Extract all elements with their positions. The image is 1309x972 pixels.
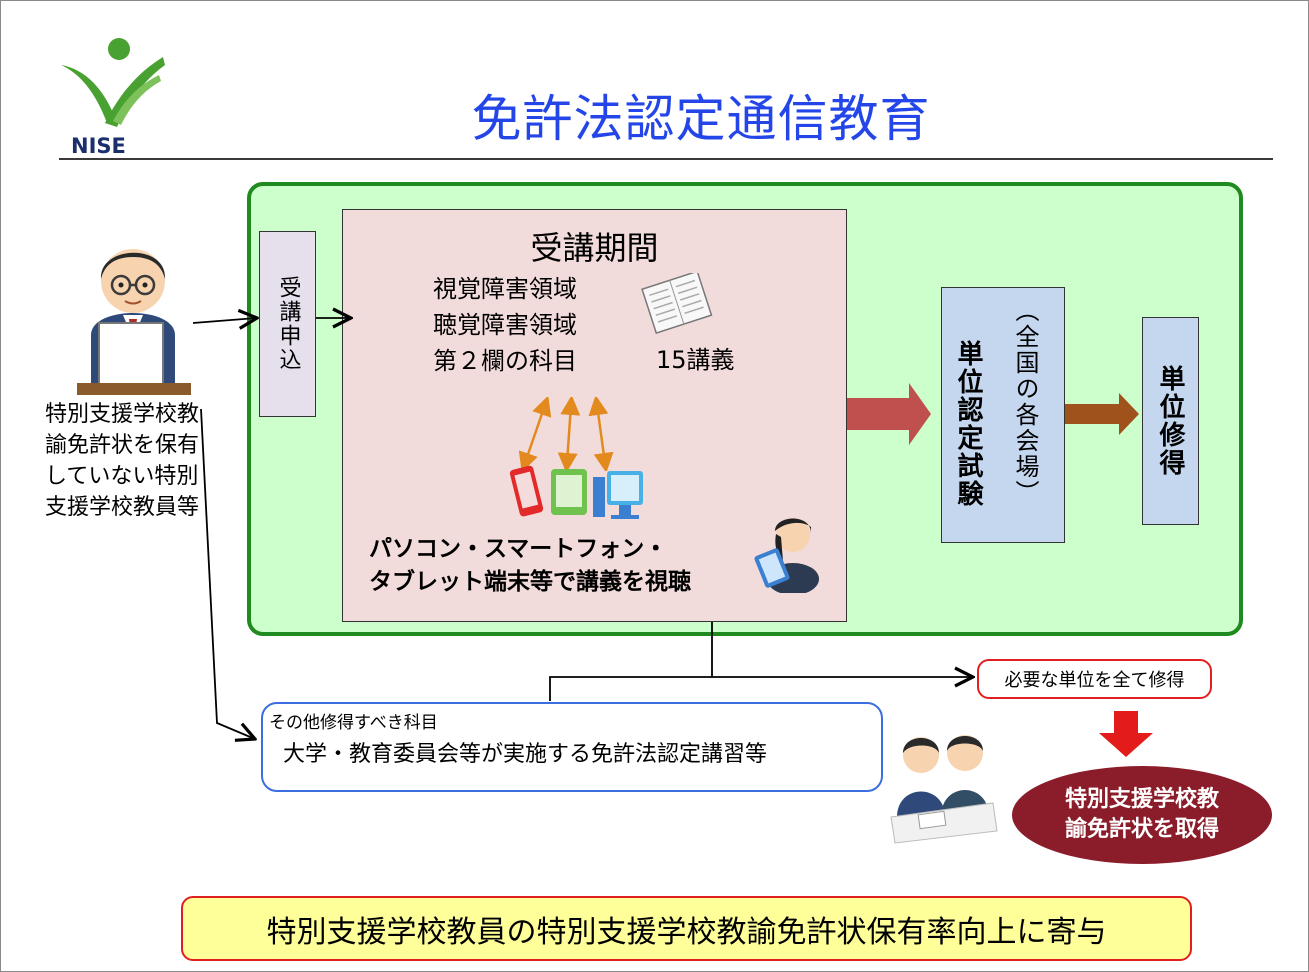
devices-icon <box>509 465 643 519</box>
bottom-message-box: 特別支援学校教員の特別支援学校教諭免許状保有率向上に寄与 <box>181 896 1192 961</box>
apply-label: 受講申込 <box>275 276 301 372</box>
other-subjects-box <box>261 702 883 792</box>
area-subjects: 第２欄の科目 <box>433 347 577 375</box>
study-period-title: 受講期間 <box>530 229 659 267</box>
arrow-exam-to-credit <box>1065 393 1139 435</box>
lecture-count: 15講義 <box>656 346 735 374</box>
license-obtained-ellipse: 特別支援学校教 諭免許状を取得 <box>1012 766 1272 864</box>
other-subjects-heading: その他修得すべき科目 <box>269 713 438 733</box>
title-divider <box>59 158 1273 160</box>
all-credits-box: 必要な単位を全て修得 <box>977 659 1212 699</box>
other-subjects-body: 大学・教育委員会等が実施する免許法認定講習等 <box>283 742 768 767</box>
sync-arrows <box>518 397 614 471</box>
watch-line-1: パソコン・スマートフォン・ <box>369 536 668 562</box>
logo-text: NISE <box>71 134 126 157</box>
smartphone-icon <box>509 465 544 517</box>
exam-box: 単位認定試験 （全国の各会場） <box>941 287 1065 543</box>
area-visual: 視覚障害領域 <box>433 275 577 303</box>
desktop-icon <box>593 471 643 519</box>
all-credits-label: 必要な単位を全て修得 <box>1004 670 1185 691</box>
credit-box: 単位修得 <box>1142 317 1199 525</box>
connector-to-all-credits <box>549 677 973 701</box>
connector-applicant-to-other <box>200 408 255 739</box>
connector-applicant-to-apply <box>192 318 257 323</box>
page-title: 免許法認定通信教育 <box>471 90 931 148</box>
arrow-period-to-exam <box>847 383 931 445</box>
credit-label: 単位修得 <box>1155 365 1185 477</box>
applicant-label: 特別支援学校教諭免許状を保有していない特別支援学校教員等 <box>45 402 200 520</box>
license-line-1: 特別支援学校教 <box>1064 787 1219 812</box>
nise-logo: NISE <box>61 38 165 157</box>
watch-line-2: タブレット端末等で講義を視聴 <box>369 569 691 595</box>
down-arrow-icon <box>1099 711 1153 757</box>
area-hearing: 聴覚障害領域 <box>433 311 577 339</box>
applicant-teacher-icon <box>77 249 191 395</box>
exam-label: 単位認定試験 <box>953 340 983 508</box>
license-line-2: 諭免許状を取得 <box>1064 817 1219 842</box>
exam-venue-note: （全国の各会場） <box>1011 298 1039 506</box>
textbook-icon <box>641 273 713 334</box>
bottom-message: 特別支援学校教員の特別支援学校教諭免許状保有率向上に寄与 <box>266 914 1107 950</box>
meeting-people-icon <box>890 735 998 844</box>
tablet-icon <box>551 469 587 515</box>
person-tablet-icon <box>754 518 819 593</box>
